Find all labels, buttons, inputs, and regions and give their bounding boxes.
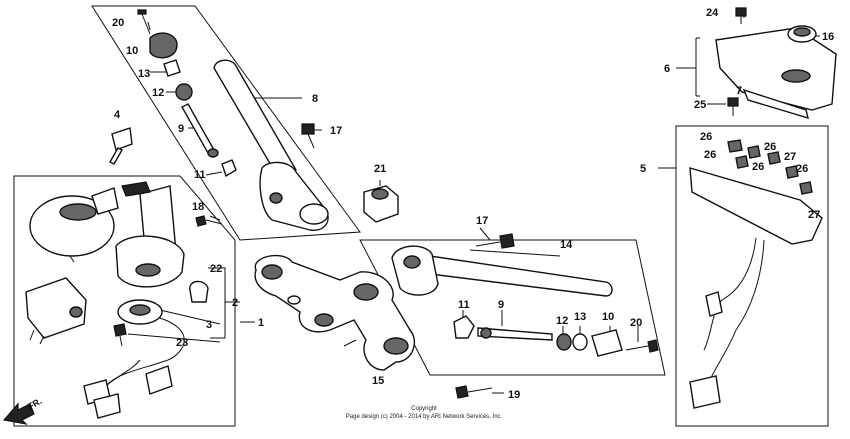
part-screw-24 (735, 7, 747, 24)
callout-1: 1 (258, 317, 264, 329)
callout-11-right: 11 (458, 299, 470, 311)
callout-26-b: 26 (764, 141, 776, 153)
part-fuel-cap (29, 187, 119, 263)
part-bolt-17-right (475, 233, 515, 249)
part-collar-13-left (163, 59, 181, 77)
callout-13: 13 (138, 68, 150, 80)
part-nut-11-right (453, 315, 475, 339)
part-rod-9-left (181, 103, 219, 158)
callout-23: 23 (176, 337, 188, 349)
callout-16: 16 (822, 31, 834, 43)
callout-20: 20 (112, 17, 124, 29)
part-bolt-18 (195, 215, 223, 227)
callout-12-right: 12 (556, 315, 568, 327)
callout-9: 9 (178, 123, 184, 135)
callout-7: 7 (736, 85, 742, 97)
callout-25: 25 (694, 99, 706, 111)
callout-12: 12 (152, 87, 164, 99)
callout-22: 22 (210, 263, 222, 275)
callout-2: 2 (232, 297, 238, 309)
part-bolt-19 (455, 385, 493, 399)
callout-17: 17 (330, 125, 342, 137)
part-collar-12-left (175, 83, 193, 101)
callout-10-right: 10 (602, 311, 614, 323)
callout-5: 5 (640, 163, 646, 175)
group-frames (13, 5, 829, 427)
leader-lines (127, 14, 820, 394)
part-end-weight-10-left (149, 32, 178, 59)
copyright-notice: Page design (c) 2004 - 2014 by ARI Netwo… (346, 414, 503, 420)
part-nut-11-left (221, 159, 237, 178)
part-handlebar-left (213, 59, 329, 231)
callout-9-right: 9 (498, 299, 504, 311)
part-end-weight-10-right (591, 329, 623, 357)
callout-13-right: 13 (574, 311, 586, 323)
callout-labels: 20 10 13 12 9 11 8 17 21 4 18 22 2 3 1 2… (112, 7, 834, 401)
part-top-bridge-15 (254, 254, 415, 371)
callout-26-a: 26 (700, 131, 712, 143)
callout-19: 19 (508, 389, 520, 401)
callout-21: 21 (374, 163, 386, 175)
part-key-4 (109, 127, 133, 165)
part-collar-13-right (572, 333, 588, 351)
part-indicator-assembly-5 (689, 139, 823, 245)
copyright-label: Copyright (411, 406, 437, 412)
front-direction-arrow (2, 402, 35, 425)
front-direction-label: FR. (26, 396, 44, 412)
part-seat-lock (25, 277, 87, 345)
callout-3: 3 (206, 319, 212, 331)
part-screw-23 (113, 323, 127, 347)
callout-24: 24 (706, 7, 719, 19)
part-wire-harness-lock (83, 317, 185, 419)
part-screw-25 (727, 97, 739, 116)
part-collar-12-right (556, 333, 572, 351)
part-nut-21 (363, 185, 399, 223)
callout-10: 10 (126, 45, 138, 57)
part-bolt-20-left (137, 9, 151, 35)
part-bolt-20-right (625, 339, 659, 353)
callout-6: 6 (664, 63, 670, 75)
callout-17-right: 17 (476, 215, 488, 227)
part-handlebar-right-14 (391, 245, 613, 297)
callout-15: 15 (372, 375, 384, 387)
part-cover-6 (715, 27, 837, 120)
callout-14: 14 (560, 239, 573, 251)
callout-20-right: 20 (630, 317, 642, 329)
callout-26-d: 26 (752, 161, 764, 173)
callout-4: 4 (114, 109, 121, 121)
part-bolt-17-top (301, 123, 315, 149)
part-ignition-switch (115, 181, 185, 288)
callout-27-b: 27 (808, 209, 820, 221)
part-wire-harness-5 (689, 237, 765, 409)
part-rod-9-right (477, 327, 553, 341)
part-grommet-16 (787, 25, 817, 43)
callout-27-a: 27 (784, 151, 796, 163)
callout-26-c: 26 (704, 149, 716, 161)
part-switch-base-3 (117, 299, 163, 325)
callout-18: 18 (192, 201, 204, 213)
callout-11: 11 (194, 169, 206, 181)
callout-8: 8 (312, 93, 318, 105)
callout-26-e: 26 (796, 163, 808, 175)
part-clamp-22 (189, 280, 209, 303)
